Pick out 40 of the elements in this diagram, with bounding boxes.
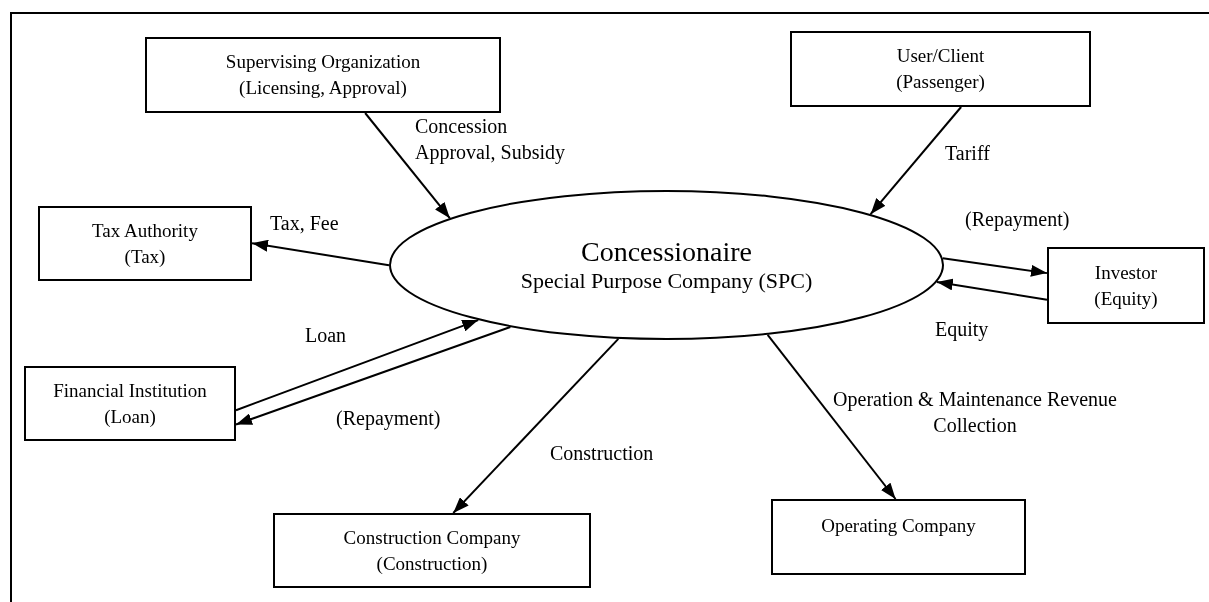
node-title: Investor [1094,260,1158,285]
arrow [235,326,512,426]
arrow [935,278,1048,301]
edge-label: (Repayment) [965,207,1071,232]
node-subtitle: (Construction) [376,551,488,576]
node-subtitle: Special Purpose Company (SPC) [520,268,813,294]
entity-box [145,37,501,113]
arrow [766,333,897,500]
node-title: Supervising Organization [225,50,421,74]
node-title: Construction Company [343,525,521,550]
entity-box [790,31,1091,107]
edge-label: Tax, Fee [270,211,340,236]
node-title: Tax Authority [92,218,198,243]
entity-box [1047,247,1205,324]
edge-label: Equity [935,317,990,342]
arrow [364,112,451,220]
arrow [869,106,963,216]
edge-label: Concession Approval, Subsidy [415,114,566,165]
node-subtitle: (Passenger) [896,70,985,94]
node-title: Financial Institution [53,378,207,403]
node-subtitle: (Equity) [1094,286,1158,311]
edge-label: Tariff [945,141,991,166]
node-subtitle: (Tax) [124,244,166,269]
arrow [452,337,620,514]
edge-label: Loan [305,323,348,348]
edge-label: Operation & Maintenance Revenue Collection [832,387,1118,438]
node-title: User/Client [896,44,985,68]
arrow [235,319,480,412]
node-subtitle: (Licensing, Approval) [239,76,407,100]
entity-box [24,366,236,441]
edge-label: Construction [550,441,655,466]
node-title: Operating Company [821,514,976,538]
entity-box [38,206,252,281]
node-subtitle: (Loan) [104,404,156,429]
edge-label: (Repayment) [336,406,442,431]
entity-box [273,513,591,588]
arrow [941,257,1048,277]
node-title: Concessionaire [580,236,753,268]
arrow [251,239,390,267]
entity-box [771,499,1026,575]
